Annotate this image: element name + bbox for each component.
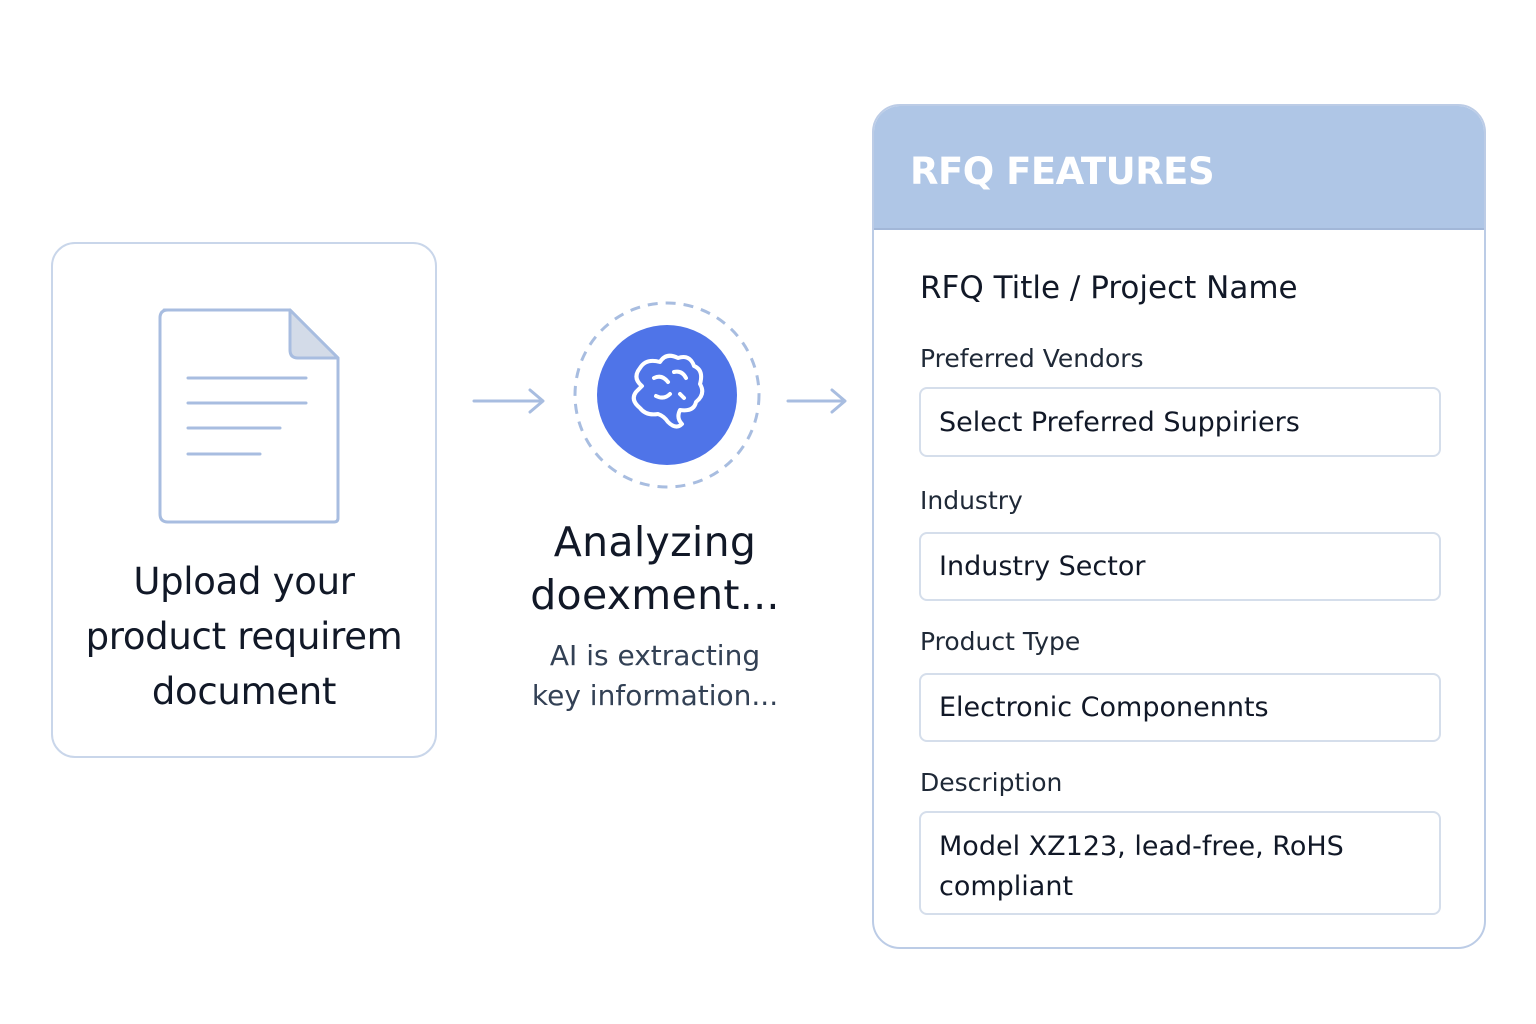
rfq-title-field[interactable]: RFQ Title / Project Name	[920, 270, 1298, 306]
analyzing-spinner	[573, 301, 761, 489]
rfq-features-panel: RFQ FEATURES RFQ Title / Project Name Pr…	[872, 104, 1486, 949]
arrow-right-icon	[786, 388, 847, 414]
product-type-label: Product Type	[920, 627, 1081, 656]
product-type-field[interactable]: Electronic Componennts	[919, 673, 1441, 742]
description-label: Description	[920, 768, 1063, 797]
preferred-vendors-label: Preferred Vendors	[920, 344, 1144, 373]
description-textarea[interactable]: Model XZ123, lead-free, RoHS compliant	[919, 811, 1441, 915]
industry-label: Industry	[920, 486, 1023, 515]
brain-icon	[631, 353, 705, 429]
industry-field[interactable]: Industry Sector	[919, 532, 1441, 601]
preferred-vendors-select[interactable]: Select Preferred Suppiriers	[919, 387, 1441, 457]
upload-card[interactable]: Upload your product requirem document	[51, 242, 437, 758]
upload-title: Upload your product requirem document	[85, 560, 403, 713]
rfq-header	[874, 106, 1484, 230]
analyzing-subtitle: AI is extracting key information...	[531, 639, 779, 712]
document-icon	[158, 308, 340, 524]
rfq-header-title: RFQ FEATURES	[910, 150, 1215, 193]
arrow-right-icon	[472, 388, 545, 414]
analyzing-title: Analyzing doexment...	[530, 518, 780, 619]
